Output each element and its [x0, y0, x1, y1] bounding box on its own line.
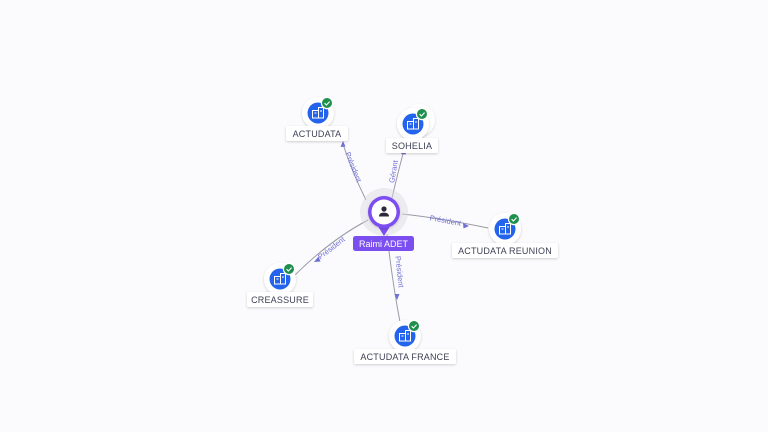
person-label: Raimi ADET	[359, 239, 409, 249]
verified-check-icon	[415, 107, 429, 121]
company-nodes: ACTUDATA SOHELIA	[247, 96, 558, 364]
edge-label-actudata: Président	[343, 151, 364, 185]
building-icon	[499, 223, 511, 235]
building-icon	[407, 118, 419, 130]
person-icon	[379, 206, 389, 217]
company-label-creassure: CREASSURE	[251, 295, 309, 305]
company-label-actudata-france: ACTUDATA FRANCE	[360, 352, 449, 362]
company-node-actudata-france[interactable]: ACTUDATA FRANCE	[354, 319, 456, 364]
verified-check-icon	[507, 212, 521, 226]
company-label-actudata-reunion: ACTUDATA REUNION	[458, 246, 552, 256]
edge-label-sohelia: Gérant	[387, 159, 400, 184]
edge-label-actudata-france: Président	[393, 256, 405, 289]
edge-label-actudata-reunion: Président	[429, 213, 463, 228]
verified-check-icon	[407, 319, 421, 333]
company-node-creassure[interactable]: CREASSURE	[247, 262, 313, 307]
company-node-sohelia[interactable]: SOHELIA	[386, 104, 438, 153]
company-label-actudata: ACTUDATA	[293, 129, 342, 139]
person-node[interactable]: Raimi ADET	[353, 188, 414, 251]
edge-actudata[interactable]: Président	[340, 141, 367, 201]
building-icon	[312, 107, 324, 119]
building-icon	[399, 330, 411, 342]
verified-check-icon	[282, 262, 296, 276]
building-icon	[274, 273, 286, 285]
edge-label-creassure: Président	[316, 234, 347, 261]
verified-check-icon	[320, 96, 334, 110]
edge-actudata-reunion[interactable]: Président	[401, 213, 489, 229]
company-label-sohelia: SOHELIA	[392, 141, 432, 151]
company-node-actudata[interactable]: ACTUDATA	[286, 96, 348, 141]
company-node-actudata-reunion[interactable]: ACTUDATA REUNION	[452, 212, 558, 258]
